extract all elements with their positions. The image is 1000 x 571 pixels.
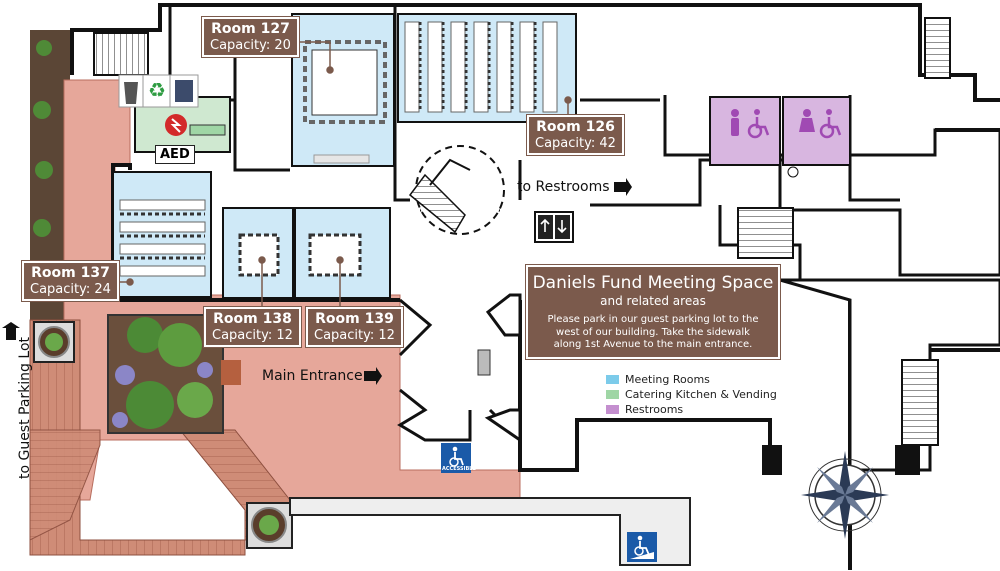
room-137-label[interactable]: Room 137 Capacity: 24 — [22, 261, 119, 302]
room-name: Room 138 — [213, 311, 292, 327]
stairs-northeast — [924, 17, 951, 79]
aed-label: AED — [155, 145, 195, 164]
legend-swatch-kitchen — [606, 390, 619, 399]
room-127-area — [291, 13, 395, 167]
restrooms-arrow-icon — [614, 178, 632, 196]
room-name: Room 139 — [315, 311, 394, 327]
info-panel: Daniels Fund Meeting Space and related a… — [526, 265, 780, 359]
legend-swatch-restrooms — [606, 405, 619, 414]
spiral-stair — [408, 173, 466, 234]
stairs-northwest — [93, 32, 149, 76]
legend-label: Restrooms — [625, 403, 684, 416]
room-capacity: Capacity: 12 — [314, 327, 395, 343]
shrubs — [33, 40, 53, 237]
room-126-area — [397, 13, 577, 123]
legend: Meeting Rooms Catering Kitchen & Vending… — [606, 372, 777, 417]
legend-label: Meeting Rooms — [625, 373, 710, 386]
room-capacity: Capacity: 20 — [210, 37, 291, 53]
garden-plants — [112, 317, 213, 429]
room-name: Room 127 — [211, 21, 290, 37]
legend-item: Restrooms — [606, 402, 777, 417]
to-guest-parking-label: to Guest Parking Lot — [17, 336, 33, 480]
room-name: Room 137 — [31, 265, 110, 281]
room-139-label[interactable]: Room 139 Capacity: 12 — [306, 307, 403, 348]
legend-item: Meeting Rooms — [606, 372, 777, 387]
room-139-area — [294, 207, 391, 299]
room-capacity: Capacity: 42 — [535, 135, 616, 151]
legend-swatch-meeting — [606, 375, 619, 384]
reception-desk — [477, 349, 491, 376]
aed-icon — [165, 114, 187, 136]
accessible-ramp-icon — [627, 532, 657, 562]
room-138-label[interactable]: Room 138 Capacity: 12 — [204, 307, 301, 348]
svg-text:♻: ♻ — [148, 78, 166, 102]
compass-rose-icon — [801, 451, 889, 539]
stairs-southeast — [901, 359, 939, 446]
drinking-fountain — [787, 166, 799, 178]
room-leaders — [112, 41, 572, 310]
vending-icon — [169, 74, 199, 108]
parking-note: Please park in our guest parking lot to … — [547, 314, 759, 350]
to-restrooms-label: to Restrooms — [517, 179, 610, 195]
legend-item: Catering Kitchen & Vending — [606, 387, 777, 402]
restroom-area — [709, 96, 851, 166]
elevator-icon — [534, 211, 574, 243]
main-entrance-label: Main Entrance — [262, 368, 363, 384]
trash-icon — [118, 74, 144, 108]
entrance-arrow-icon — [364, 367, 382, 385]
room-name: Room 126 — [536, 119, 615, 135]
accessible-parking-icon — [441, 443, 471, 473]
room-capacity: Capacity: 24 — [30, 281, 111, 297]
room-126-label[interactable]: Room 126 Capacity: 42 — [527, 115, 624, 156]
recycle-icon: ♻ — [141, 74, 173, 108]
accessible-label: ACCESSIBLE — [442, 466, 476, 472]
sculpture — [221, 360, 241, 385]
room-127-label[interactable]: Room 127 Capacity: 20 — [202, 17, 299, 58]
room-capacity: Capacity: 12 — [212, 327, 293, 343]
planter-north — [33, 321, 75, 363]
parking-arrow-icon — [2, 322, 20, 340]
legend-label: Catering Kitchen & Vending — [625, 388, 777, 401]
room-138-area — [222, 207, 294, 299]
map-subtitle: and related areas — [600, 294, 706, 308]
sidewalk — [289, 497, 691, 566]
stairs-east — [737, 207, 794, 259]
east-wing — [778, 128, 1000, 472]
restroom-icon — [731, 109, 815, 136]
wheelchair-icon — [747, 109, 842, 139]
planter-south — [246, 502, 293, 549]
room-137-area — [112, 171, 212, 298]
map-title: Daniels Fund Meeting Space — [532, 273, 774, 293]
